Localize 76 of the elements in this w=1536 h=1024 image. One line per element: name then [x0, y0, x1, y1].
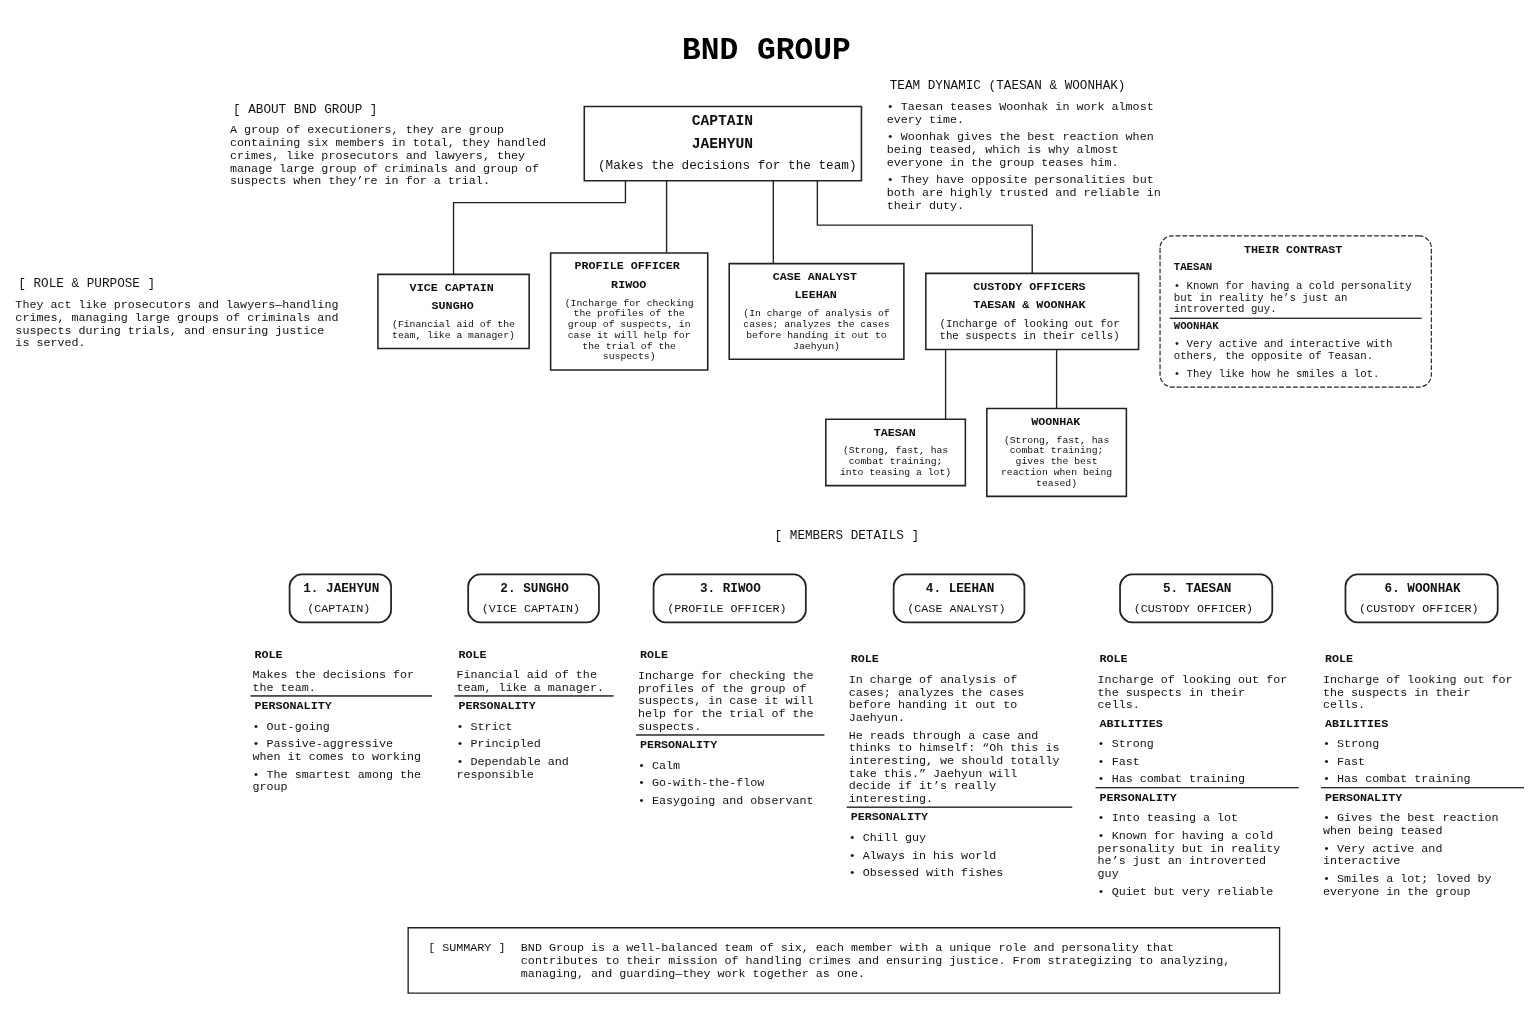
- node-label: • Passive-aggressive when it comes to working: [252, 737, 422, 764]
- node-label: • Into teasing a lot: [1097, 811, 1239, 826]
- label: [ MEMBERS DETAILS ]: [774, 527, 920, 543]
- label: [ ABOUT BND GROUP ]: [232, 101, 378, 117]
- node-box: CASE ANALYST LEEHAN (In charge of analysis of cases; analyzes the cases before handing it out to Jaehyun): [728, 262, 905, 361]
- node-label: Financial aid of the team, like a manager.: [456, 667, 604, 695]
- node-box: PROFILE OFFICER RIWOO (Incharge for checking the profiles of the group of suspects, in case it will help for the trial of the suspects): [549, 252, 709, 371]
- label: They act like prosecutors and lawyers—handling crimes, managing large groups of criminals and suspects during trials, and ensuring justice is served.: [15, 298, 339, 351]
- node-label: In charge of analysis of cases; analyzes the cases before handing it out to Jaehyun.: [848, 672, 1025, 725]
- connector: [452, 180, 627, 275]
- node-label: PERSONALITY: [850, 810, 928, 825]
- node-label: Incharge of looking out for the suspects in their cells.: [1323, 672, 1513, 713]
- node-label: ROLE: [639, 648, 669, 663]
- node-label: PERSONALITY: [639, 738, 718, 753]
- node-label: • Fast: [1323, 754, 1366, 769]
- node-label: • Smiles a lot; loved by everyone in the group: [1323, 871, 1492, 899]
- node-label: He reads through a case and thinks to himself: “Oh this is interesting, we should totally take this.” Jaehyun will decide if it’s really interesting.: [848, 728, 1060, 806]
- node-label: • Go-with-the-flow: [637, 776, 765, 791]
- node-box: 5. TAESAN (CUSTODY OFFICER): [1119, 573, 1274, 624]
- node-box: 1. JAEHYUN (CAPTAIN): [288, 573, 392, 624]
- node-label: ROLE: [850, 652, 879, 667]
- node-box: THEIR CONTRAST TAESAN • Known for having a cold personality but in reality he’s just an introverted guy. WOONHAK • Very active and interactive with others, the opposite of Teasan. • They like how he smiles a lot.: [1159, 235, 1432, 388]
- node-box: CUSTODY OFFICERS TAESAN & WOONHAK (Incharge of looking out for the suspects in their cells): [925, 272, 1140, 351]
- node-label: ROLE: [254, 647, 283, 662]
- node-label: PERSONALITY: [254, 699, 332, 714]
- node-label: • Has combat training: [1097, 772, 1246, 787]
- connector: [1055, 348, 1058, 410]
- node-box: [ SUMMARY ] BND Group is a well-balanced team of six, each member with a unique role and personality that contributes to their mission of handling crimes and ensuring justice. From strategizing to analyzing, managing, and guarding—they work together as one.: [407, 927, 1281, 994]
- connector: [772, 180, 774, 265]
- node-label: • Strict: [456, 719, 513, 734]
- node-label: PERSONALITY: [1324, 790, 1403, 805]
- node-label: Incharge for checking the profiles of the group of suspects, in case it will help for the trial of the suspects.: [637, 668, 814, 734]
- node-label: ROLE: [458, 647, 487, 662]
- node-label: • Quiet but very reliable: [1097, 884, 1274, 899]
- node-label: • Fast: [1097, 754, 1140, 769]
- label: A group of executioners, they are group containing six members in total, they handled crimes, like prosecutors and lawyers, they manage large group of criminals and group of suspects when they’re in for a trial.: [230, 123, 547, 189]
- label: [ ROLE & PURPOSE ]: [18, 276, 156, 292]
- node-label: • Dependable and responsible: [456, 754, 569, 782]
- node-label: • Strong: [1097, 737, 1154, 752]
- label: • Taesan teases Woonhak in work almost every time.: [886, 100, 1154, 127]
- node-label: ABILITIES: [1099, 716, 1163, 731]
- node-box: WOONHAK (Strong, fast, has combat training; gives the best reaction when being teased): [986, 407, 1128, 498]
- connector: [944, 348, 947, 420]
- node-label: PERSONALITY: [458, 699, 536, 714]
- node-label: • Principled: [456, 737, 541, 752]
- node-label: • Known for having a cold personality but in reality he’s just an introverted guy: [1097, 829, 1281, 882]
- node-label: • Obsessed with fishes: [848, 866, 1004, 881]
- node-label: • Chill guy: [848, 830, 927, 845]
- label: • Woonhak gives the best reaction when being teased, which is why almost everyone in the group teases him.: [886, 130, 1154, 170]
- node-label: ROLE: [1099, 652, 1128, 667]
- node-label: ROLE: [1324, 652, 1354, 667]
- node-label: Makes the decisions for the team.: [252, 667, 415, 695]
- node-label: ABILITIES: [1324, 716, 1389, 731]
- node-box: CAPTAIN JAEHYUN (Makes the decisions for the team): [583, 105, 863, 182]
- node-box: 2. SUNGHO (VICE CAPTAIN): [467, 573, 600, 624]
- node-box: TAESAN (Strong, fast, has combat training; into teasing a lot): [825, 418, 967, 487]
- node-label: • Easygoing and observant: [637, 793, 814, 808]
- diagram-title: BND GROUP: [682, 32, 851, 68]
- node-label: • Strong: [1323, 737, 1380, 752]
- connector: [665, 180, 668, 254]
- label: TEAM DYNAMIC (TAESAN & WOONHAK): [889, 78, 1126, 94]
- node-label: • Has combat training: [1323, 772, 1471, 787]
- connector: [816, 180, 1033, 274]
- node-box: 4. LEEHAN (CASE ANALYST): [892, 573, 1026, 624]
- label: • They have opposite personalities but both are highly trusted and reliable in their duty.: [886, 173, 1161, 213]
- node-label: • Very active and interactive: [1323, 841, 1443, 869]
- node-box: 3. RIWOO (PROFILE OFFICER): [652, 573, 807, 624]
- node-label: PERSONALITY: [1099, 790, 1177, 805]
- node-label: • Calm: [637, 758, 681, 773]
- node-label: • Always in his world: [848, 848, 997, 863]
- node-box: 6. WOONHAK (CUSTODY OFFICER): [1344, 573, 1499, 624]
- node-label: • The smartest among the group: [252, 767, 422, 795]
- node-label: • Gives the best reaction when being teased: [1323, 811, 1499, 839]
- node-label: Incharge of looking out for the suspects in their cells.: [1097, 672, 1288, 713]
- node-label: • Out-going: [252, 719, 330, 734]
- node-box: VICE CAPTAIN SUNGHO (Financial aid of the team, like a manager): [377, 273, 530, 350]
